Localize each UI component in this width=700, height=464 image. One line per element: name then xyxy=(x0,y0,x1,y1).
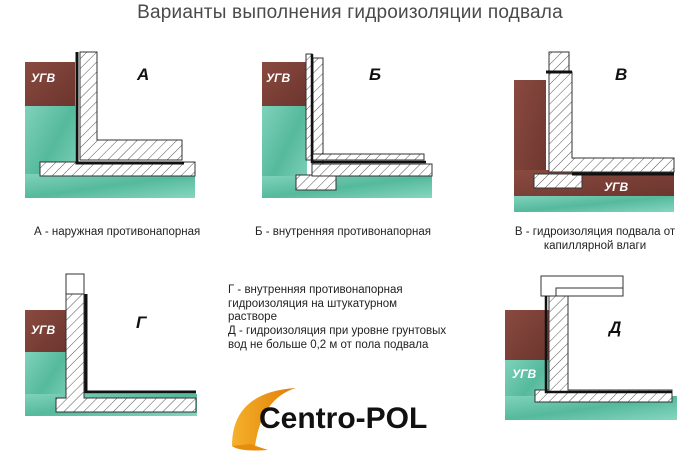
foundation-slab xyxy=(533,173,583,189)
variant-letter-b: Б xyxy=(369,65,381,84)
waterproofing-membrane xyxy=(310,54,426,164)
wall-cap xyxy=(65,273,85,295)
caption-v: В - гидроизоляция подвала от капиллярной… xyxy=(514,226,676,252)
note-d: Д - гидроизоляция при уровне грунтовых в… xyxy=(228,325,447,351)
caption-a: А - наружная противонапорная xyxy=(34,226,201,238)
waterproofing-membrane xyxy=(84,294,196,394)
diagram-title: Варианты выполнения гидроизоляции подвал… xyxy=(137,2,563,23)
groundwater-zone xyxy=(514,196,674,212)
protective-slab xyxy=(555,287,624,297)
groundwater-label: УГВ xyxy=(512,367,536,381)
variant-letter-g: Г xyxy=(136,313,148,332)
waterproofing-membrane xyxy=(75,52,184,165)
wall-cap xyxy=(548,51,570,73)
protective-slab xyxy=(311,163,433,177)
centro-pol-logo: Centro-POL xyxy=(232,388,427,451)
groundwater-label: УГВ xyxy=(31,71,55,85)
logo-swoosh xyxy=(232,444,268,451)
groundwater-label: УГВ xyxy=(604,180,628,194)
soil-block xyxy=(505,310,549,360)
soil-block xyxy=(25,310,67,352)
panel-b: УГВ Б xyxy=(262,53,433,198)
panel-d: УГВ Д xyxy=(505,275,677,420)
variant-letter-d: Д xyxy=(607,318,621,337)
soil-block xyxy=(262,62,307,106)
protective-wall xyxy=(312,57,324,165)
foundation-slab xyxy=(295,174,337,191)
basement-wall xyxy=(55,293,197,413)
basement-wall xyxy=(305,53,425,161)
basement-wall xyxy=(548,71,675,173)
groundwater-label: УГВ xyxy=(266,71,290,85)
panel-g: УГВ Г xyxy=(25,273,197,416)
logo-swoosh xyxy=(232,388,296,446)
panel-a: УГВ А xyxy=(25,51,196,198)
note-g: Г - внутренняя противонапорная гидроизол… xyxy=(228,284,403,323)
groundwater-zone xyxy=(25,174,195,198)
variant-letter-v: В xyxy=(615,65,627,84)
soil-block xyxy=(25,62,75,106)
panel-v: УГВ В xyxy=(514,51,675,212)
caption-b: Б - внутренняя противонапорная xyxy=(255,226,431,238)
basement-wall xyxy=(534,295,673,403)
groundwater-label: УГВ xyxy=(31,323,55,337)
basement-wall xyxy=(79,51,183,161)
groundwater-zone xyxy=(262,176,432,198)
logo-text: Centro-POL xyxy=(259,402,427,435)
variant-letter-a: А xyxy=(136,65,149,84)
waterproofing-membrane xyxy=(544,296,672,394)
